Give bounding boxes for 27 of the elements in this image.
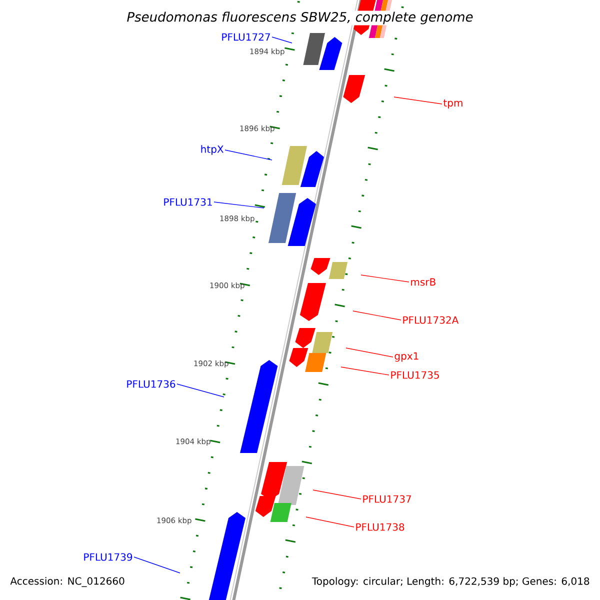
gene-label: PFLU1737 [363, 495, 411, 503]
gene-label: gpx1 [394, 352, 418, 362]
leader-line [176, 384, 224, 398]
gene-label: PFLU1732A [403, 316, 459, 324]
leader-line [134, 556, 180, 574]
gene-label: PFLU1738 [356, 523, 404, 531]
footer-text: Topology: circular; Length: 6,722,539 bp; Genes: 6,018 [312, 577, 590, 587]
gene-label: PFLU1736 [127, 380, 176, 388]
gene-label: PFLU1735 [391, 371, 439, 379]
gene-label: PFLU1739 [84, 553, 132, 561]
gene-label: htpX [201, 145, 224, 155]
leader-line [272, 36, 292, 44]
leader-line [346, 348, 394, 358]
leader-line [360, 274, 410, 282]
leader-line [312, 490, 362, 500]
gene-label: PFLU1731 [164, 198, 212, 206]
gene-label: msrB [411, 278, 436, 286]
leader-line [340, 366, 390, 376]
gene-label: tpm [443, 99, 462, 109]
leader-line [306, 516, 354, 528]
leader-line [394, 96, 442, 104]
title: Pseudomonas fluorescens SBW25, complete genome [126, 10, 474, 26]
footer-text: Accession: NC_012660 [10, 577, 124, 587]
leader-line [352, 310, 402, 320]
leader-line [214, 202, 264, 208]
gene-label: PFLU1727 [222, 33, 270, 41]
leader-line [224, 150, 272, 160]
